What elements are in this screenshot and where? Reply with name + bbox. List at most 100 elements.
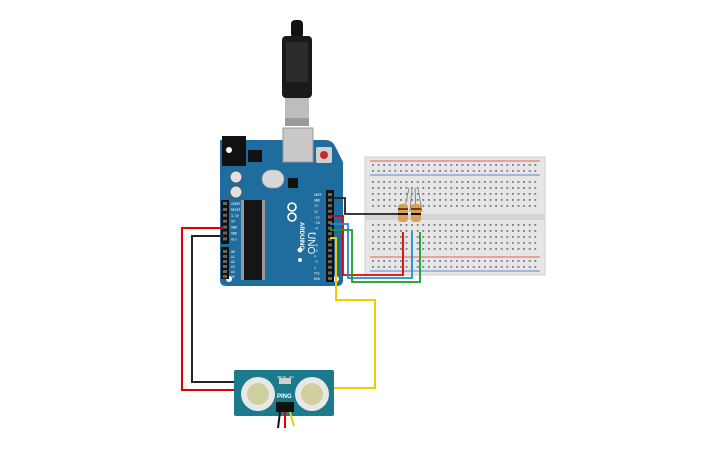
breadboard-hole[interactable]: [394, 266, 397, 268]
breadboard-hole[interactable]: [400, 164, 402, 166]
breadboard-hole[interactable]: [478, 187, 481, 189]
breadboard-hole[interactable]: [456, 242, 458, 244]
analog-pin[interactable]: [223, 260, 227, 263]
digital-pin[interactable]: [328, 254, 332, 258]
breadboard-hole[interactable]: [534, 260, 537, 262]
breadboard-hole[interactable]: [506, 248, 509, 250]
breadboard-hole[interactable]: [388, 164, 391, 166]
breadboard-hole[interactable]: [388, 236, 391, 238]
breadboard-hole[interactable]: [506, 236, 509, 238]
breadboard-hole[interactable]: [428, 260, 430, 262]
breadboard-hole[interactable]: [523, 199, 525, 201]
breadboard-hole[interactable]: [472, 260, 475, 262]
breadboard-hole[interactable]: [495, 193, 497, 195]
breadboard-hole[interactable]: [405, 230, 408, 232]
breadboard-hole[interactable]: [450, 248, 453, 250]
breadboard-hole[interactable]: [422, 170, 425, 172]
breadboard-hole[interactable]: [372, 187, 374, 189]
breadboard-hole[interactable]: [411, 230, 413, 232]
breadboard-hole[interactable]: [461, 187, 464, 189]
breadboard-hole[interactable]: [456, 199, 458, 201]
breadboard-hole[interactable]: [489, 242, 492, 244]
breadboard-hole[interactable]: [461, 266, 464, 268]
breadboard-hole[interactable]: [422, 242, 425, 244]
breadboard-hole[interactable]: [400, 187, 402, 189]
breadboard-hole[interactable]: [461, 164, 464, 166]
breadboard-hole[interactable]: [500, 170, 503, 172]
breadboard-hole[interactable]: [461, 260, 464, 262]
power-pin[interactable]: [223, 202, 227, 205]
breadboard-hole[interactable]: [489, 199, 492, 201]
wire-black-breadboard[interactable]: [330, 197, 398, 215]
resistor-1[interactable]: [398, 204, 408, 222]
breadboard-hole[interactable]: [472, 187, 475, 189]
breadboard-hole[interactable]: [450, 236, 453, 238]
breadboard-hole[interactable]: [523, 230, 525, 232]
breadboard-hole[interactable]: [444, 205, 447, 207]
breadboard-hole[interactable]: [500, 248, 503, 250]
breadboard-hole[interactable]: [450, 164, 453, 166]
breadboard-hole[interactable]: [472, 224, 475, 226]
breadboard-hole[interactable]: [388, 205, 391, 207]
analog-pin[interactable]: [223, 265, 227, 268]
breadboard-hole[interactable]: [467, 187, 469, 189]
breadboard-hole[interactable]: [383, 230, 385, 232]
breadboard-hole[interactable]: [478, 205, 481, 207]
arduino-board[interactable]: ARDUINO UNO AREFGND1312~11~10~987~6~54~3…: [220, 127, 343, 286]
breadboard-hole[interactable]: [523, 181, 525, 183]
breadboard-hole[interactable]: [534, 181, 537, 183]
breadboard-hole[interactable]: [433, 187, 436, 189]
breadboard-hole[interactable]: [444, 248, 447, 250]
breadboard-hole[interactable]: [450, 181, 453, 183]
breadboard-hole[interactable]: [467, 224, 469, 226]
breadboard-hole[interactable]: [534, 205, 537, 207]
breadboard-hole[interactable]: [372, 242, 374, 244]
breadboard-hole[interactable]: [534, 193, 537, 195]
digital-pin[interactable]: [328, 198, 332, 202]
breadboard-hole[interactable]: [400, 266, 402, 268]
breadboard-hole[interactable]: [433, 260, 436, 262]
breadboard-hole[interactable]: [400, 170, 402, 172]
breadboard-hole[interactable]: [517, 170, 520, 172]
breadboard-hole[interactable]: [456, 187, 458, 189]
breadboard-hole[interactable]: [528, 199, 531, 201]
breadboard-hole[interactable]: [517, 164, 520, 166]
breadboard-hole[interactable]: [528, 242, 531, 244]
breadboard-hole[interactable]: [456, 236, 458, 238]
breadboard-hole[interactable]: [433, 181, 436, 183]
breadboard-hole[interactable]: [450, 199, 453, 201]
breadboard-hole[interactable]: [450, 205, 453, 207]
digital-pin[interactable]: [328, 237, 332, 241]
breadboard-hole[interactable]: [467, 205, 469, 207]
analog-pin[interactable]: [223, 250, 227, 253]
breadboard-hole[interactable]: [456, 181, 458, 183]
breadboard-hole[interactable]: [523, 170, 525, 172]
breadboard-hole[interactable]: [489, 230, 492, 232]
breadboard-hole[interactable]: [478, 248, 481, 250]
breadboard-hole[interactable]: [506, 224, 509, 226]
breadboard-hole[interactable]: [444, 260, 447, 262]
breadboard-hole[interactable]: [450, 193, 453, 195]
breadboard-hole[interactable]: [456, 224, 458, 226]
breadboard-hole[interactable]: [528, 248, 531, 250]
breadboard-hole[interactable]: [495, 205, 497, 207]
breadboard-hole[interactable]: [495, 266, 497, 268]
breadboard-hole[interactable]: [400, 224, 402, 226]
breadboard-hole[interactable]: [484, 230, 486, 232]
breadboard-hole[interactable]: [495, 187, 497, 189]
breadboard-hole[interactable]: [534, 187, 537, 189]
breadboard-hole[interactable]: [506, 266, 509, 268]
breadboard-hole[interactable]: [484, 266, 486, 268]
breadboard-hole[interactable]: [439, 181, 441, 183]
breadboard-hole[interactable]: [517, 193, 520, 195]
digital-pin[interactable]: [328, 277, 332, 280]
breadboard-hole[interactable]: [433, 248, 436, 250]
breadboard-hole[interactable]: [472, 242, 475, 244]
breadboard-hole[interactable]: [450, 266, 453, 268]
breadboard-hole[interactable]: [506, 199, 509, 201]
breadboard-hole[interactable]: [383, 193, 385, 195]
breadboard-hole[interactable]: [377, 193, 380, 195]
breadboard-hole[interactable]: [372, 266, 374, 268]
breadboard-hole[interactable]: [506, 187, 509, 189]
